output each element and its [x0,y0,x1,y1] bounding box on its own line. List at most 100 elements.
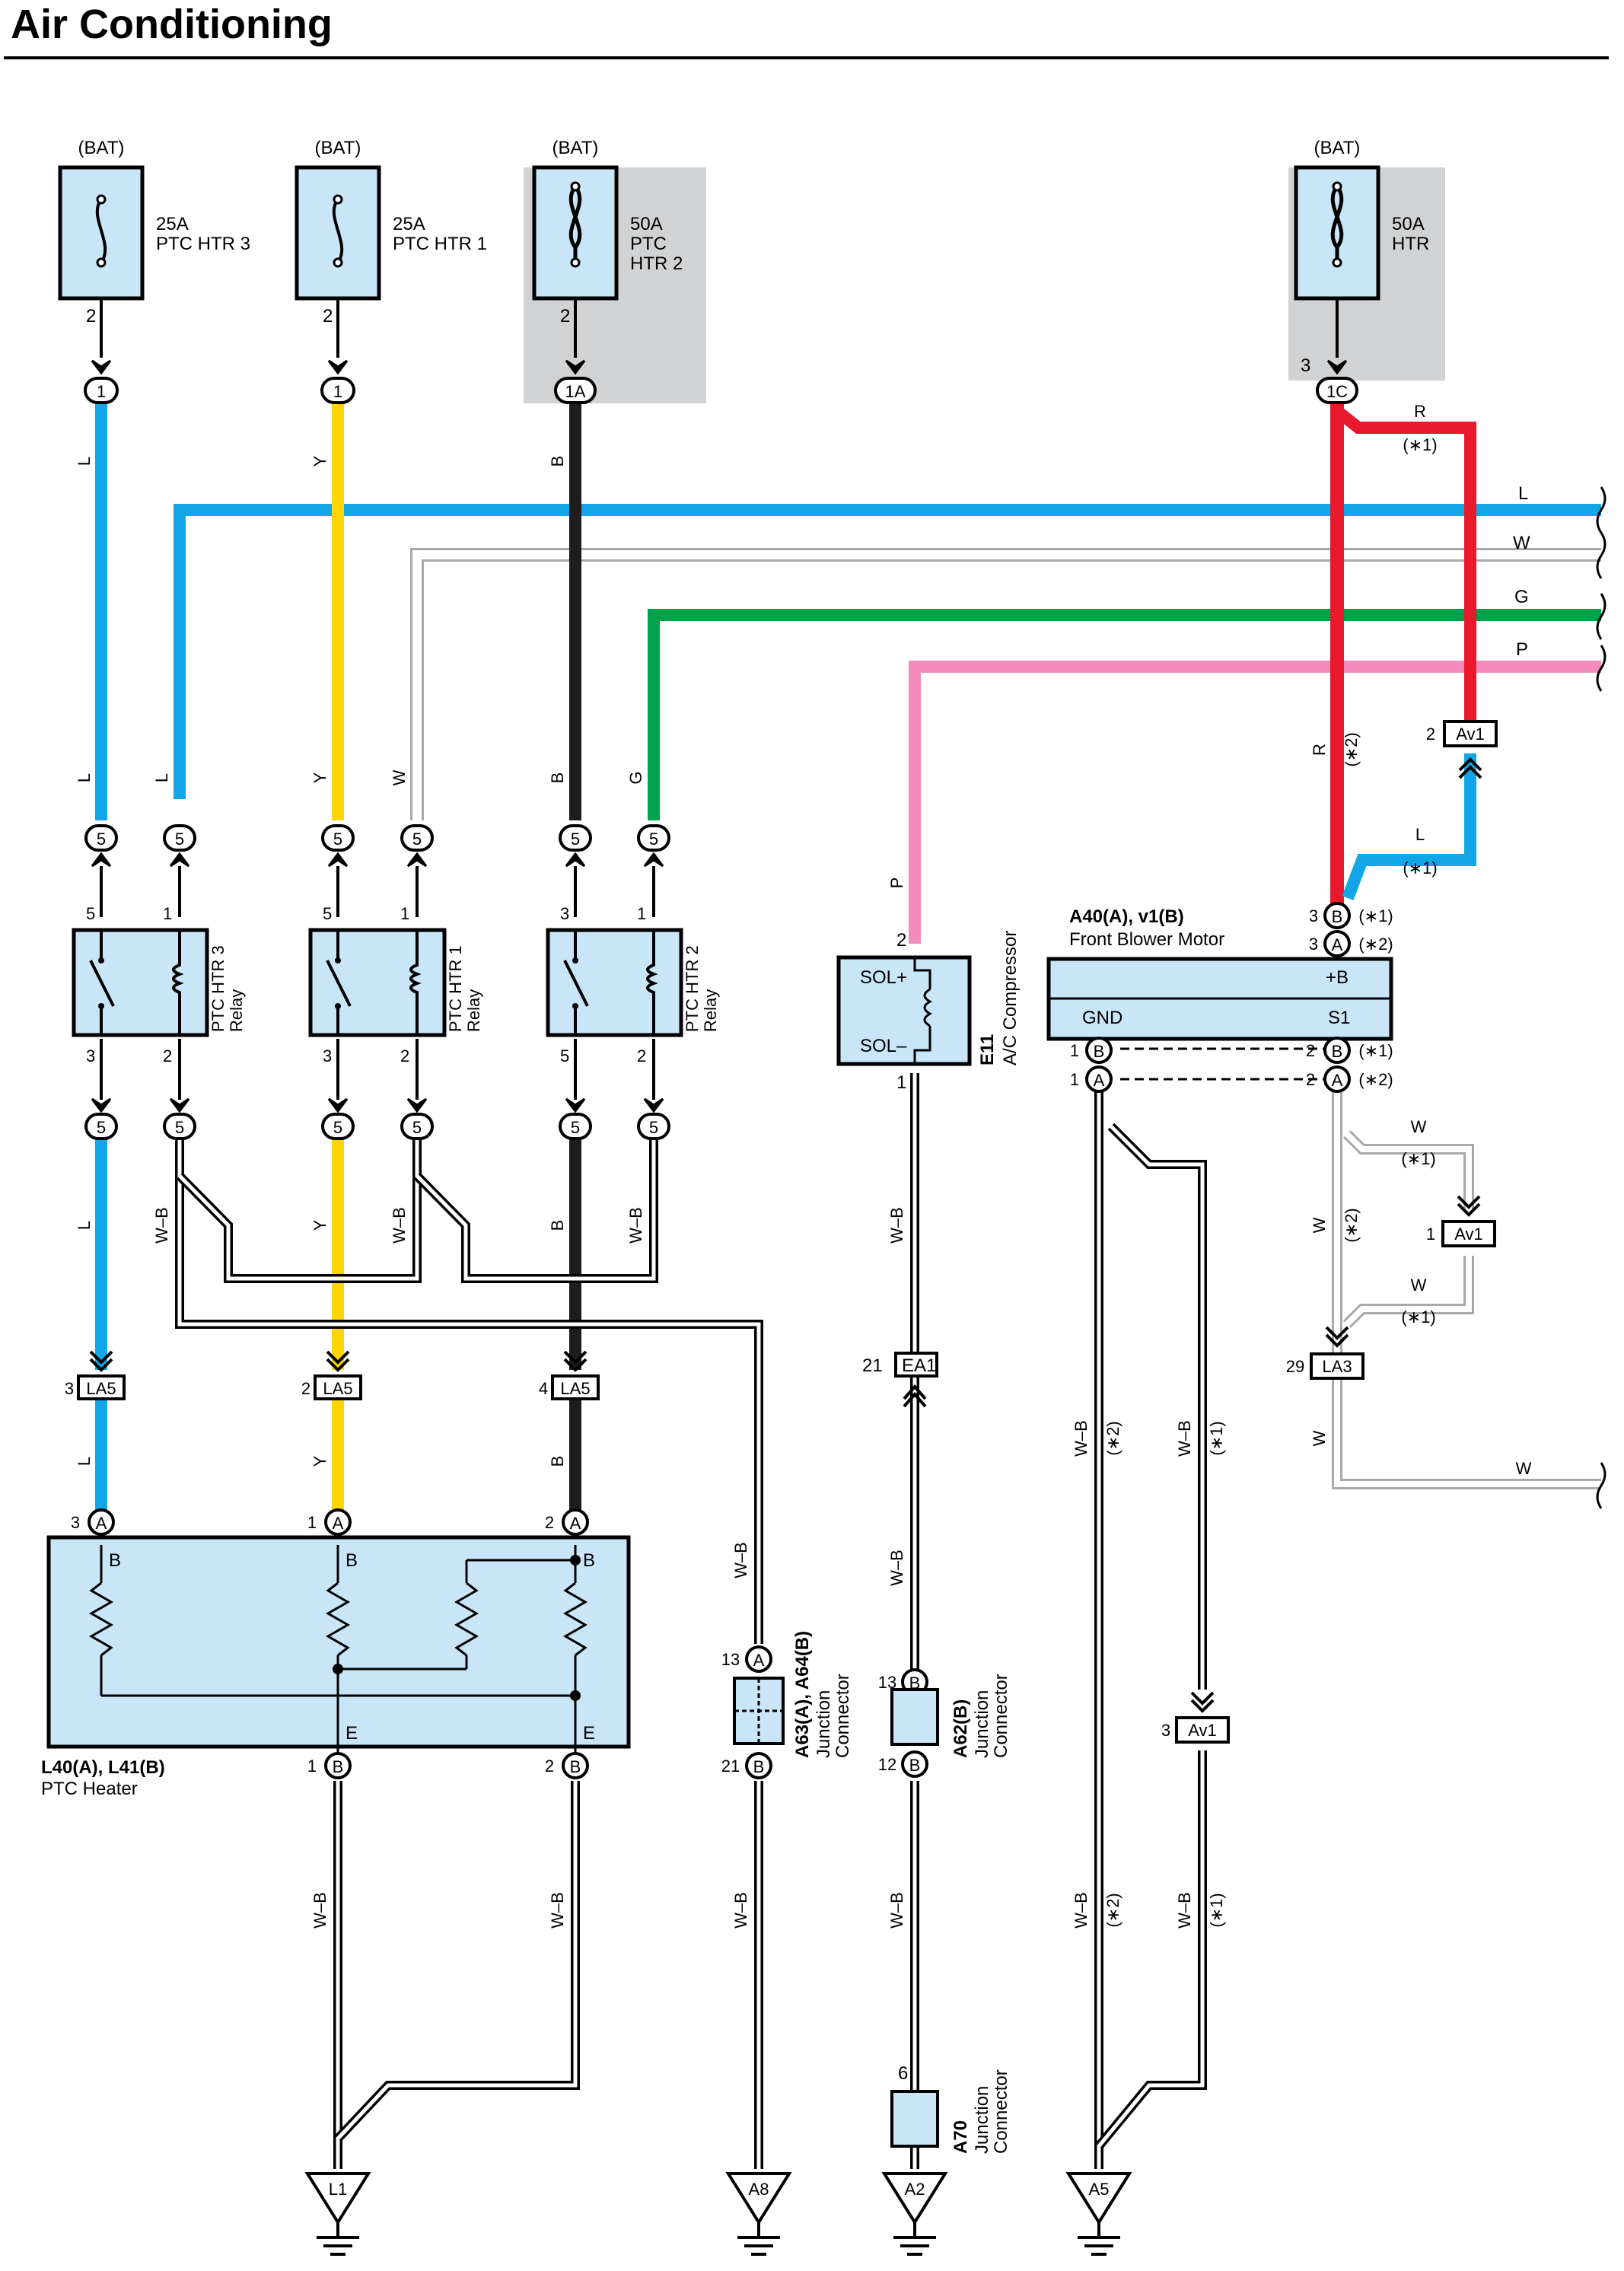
relay-top-connector: 5 [163,824,196,852]
page-title: Air Conditioning [11,2,333,47]
wb-relay-grounds [175,1134,763,1644]
fuse-name: HTR [1392,234,1429,254]
la5-name: LA5 [323,1379,352,1398]
wire-code-label: W–B [1175,1420,1194,1457]
heater-junction-dot [570,1690,581,1701]
relay-switch-icon [563,930,589,1035]
wire-code-label: W–B [152,1207,171,1244]
blower-gnd: GND [1082,1008,1122,1028]
fuse-element-icon [332,198,344,264]
wire-code-label: W–B [390,1207,409,1244]
chevron-up-icon [1458,757,1482,779]
fuse-connector: 1 [320,377,355,404]
ground-triangle-icon [881,2172,948,2225]
arrow-down-icon [327,1097,349,1113]
bus-label-l: L [1518,483,1528,504]
heater-inner-b: B [109,1550,121,1571]
ground-label: A8 [749,2180,769,2199]
wire-code-label: W–B [1175,1892,1194,1929]
blower-s1-pin-b-var: (∗1) [1358,1041,1393,1060]
wire-code-label: (∗2) [1342,732,1361,766]
relay-top-connector: 5 [559,824,592,852]
heater-junction-dot [333,1664,343,1674]
wire-code-label: (∗1) [1401,1307,1435,1327]
wire-code-label: P [887,878,906,889]
ground-triangle-icon [1065,2172,1132,2225]
heater-code: L40(A), L41(B) [41,1757,165,1778]
wire-code-label: L [152,773,171,782]
av1-connector-bot-pin: 3 [1161,1721,1170,1740]
la5-pin: 2 [301,1379,310,1398]
junction-a63-top-num: 13 [721,1650,740,1669]
relay-bottom-connector: 5 [637,1113,670,1140]
la5-name: LA5 [86,1379,116,1398]
fuse-pin: 3 [1301,355,1310,376]
blower-s1-pin-b-label: B [1332,1042,1343,1061]
arrow-down-icon [91,359,112,375]
fuse-connector-label: 1 [97,382,106,401]
wire-code-label: (∗1) [1207,1893,1226,1927]
heater-bottom-pin-num: 1 [307,1757,317,1776]
la5-connector: LA5 2 [301,1350,362,1400]
relay-top-connector: 5 [637,824,670,852]
heater-top-pin-label: A [570,1514,581,1533]
fuse-pin: 2 [86,306,96,326]
heater-top-pin-num: 2 [545,1513,554,1532]
chevron-down-icon [1325,1326,1349,1348]
arrow-up-icon [406,852,428,868]
relay-pin: 2 [637,1046,646,1065]
blower-plus-b: +B [1326,967,1349,988]
av1-connector-mid-name: Av1 [1454,1225,1483,1244]
relay-pin: 3 [560,904,569,923]
wire-code-label: W–B [310,1892,330,1929]
wire-code-label: W–B [887,1550,906,1586]
junction-a63-bottom-pin-label: B [753,1757,765,1776]
junction-a62-code: A62(B) [951,1699,971,1758]
arrow-down-icon [327,359,349,375]
relay-name: PTC HTR 1 [446,945,465,1032]
wire-code-label: R [1310,744,1329,756]
blower-gnd-pin-b: B [1085,1037,1113,1064]
fuse-box [295,165,381,301]
relay-bottom-connector-label: 5 [333,1118,342,1137]
ea1-box [894,1352,938,1378]
relay-bottom-connector: 5 [84,1113,118,1140]
av1-connector-top-name: Av1 [1456,725,1485,744]
relay-sub: Relay [464,989,483,1032]
chevron-down-icon [1457,1195,1481,1217]
relay-bottom-connector-label: 5 [571,1118,580,1137]
wire-code-label: W–B [887,1892,906,1929]
la3-connector-name: LA3 [1322,1357,1352,1376]
blower-pin-b-top-num: 3 [1309,906,1318,925]
wire-code-label: W [390,769,409,785]
heater-top-pin-num: 3 [71,1513,80,1532]
relay-top-connector-label: 5 [412,830,422,849]
relay-top-connector: 5 [321,824,355,852]
blower-pin-a-top: A [1323,930,1351,957]
relay-bottom-connector: 5 [321,1113,355,1140]
blower-gnd-pin-b-num: 1 [1070,1041,1079,1060]
wire-code-label: W–B [1072,1420,1091,1457]
heater-top-pin-label: A [333,1514,344,1533]
chevron-down-icon [1190,1691,1215,1713]
junction-a70-line2: Connector [991,2069,1011,2154]
heater-top-pin: A [88,1508,115,1536]
relay-top-connector-label: 5 [649,830,658,849]
fuse-rating: 50A [1392,214,1425,234]
arrow-down-icon [565,359,586,375]
wire-code-label: W [1411,1276,1427,1295]
wire-code-label: L [75,1221,94,1230]
junction-a70: 6 A70 Junction Connector [890,2063,1011,2154]
ac-compressor: SOL+ SOL– 2 1 E11 A/C Compressor [836,930,1021,1093]
bus-wire-w-outer [410,548,1601,820]
arrow-down-icon [91,1097,112,1113]
relay-pin: 3 [323,1046,332,1065]
bus-label-p: P [1516,639,1528,660]
fuse-rating: 25A [393,214,425,234]
junction-a62-line1: Junction [972,1690,992,1758]
